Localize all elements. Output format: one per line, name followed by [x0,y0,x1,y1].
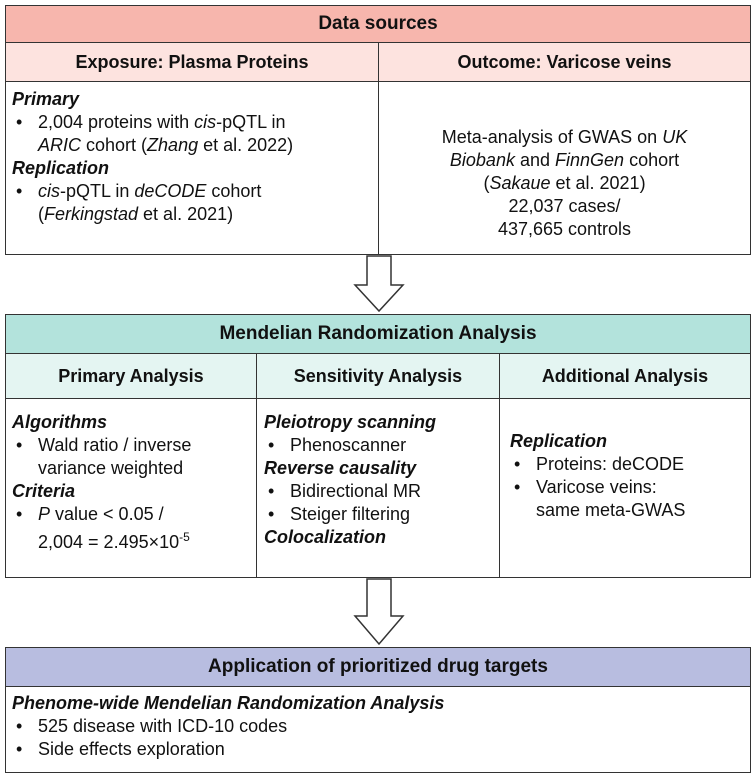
sensitivity-analysis-header: Sensitivity Analysis [256,353,500,399]
additional-analysis-body: Replication Proteins: deCODE Varicose ve… [510,430,746,522]
text-italic: Ferkingstad [44,204,139,224]
replication-proteins-item: Proteins: deCODE [510,453,746,476]
algorithms-title: Algorithms [12,412,108,432]
reverse-causality-title: Reverse causality [264,458,417,478]
outcome-body-frame [378,81,751,255]
criteria-item: P value < 0.05 / 2,004 = 2.495×10-5 [12,503,252,554]
text: variance weighted [38,458,184,478]
exposure-header: Exposure: Plasma Proteins [5,42,379,82]
text-italic: FinnGen [555,150,625,170]
primary-proteins-item: 2,004 proteins with cis-pQTL in ARIC coh… [12,111,374,157]
application-body: Phenome-wide Mendelian Randomization Ana… [12,692,742,761]
text: 2,004 proteins with [38,112,195,132]
colocalization-title: Colocalization [264,527,387,547]
text-italic: Zhang [147,135,199,155]
additional-analysis-header: Additional Analysis [499,353,751,399]
text-italic: P [38,504,51,524]
data-sources-title: Data sources [5,5,751,43]
pleiotropy-title: Pleiotropy scanning [264,412,437,432]
text-italic: Biobank [449,150,515,170]
text: 2,004 = 2.495×10 [38,532,180,552]
text: value < 0.05 / [50,504,164,524]
application-item-2: Side effects exploration [12,738,742,761]
primary-analysis-body: Algorithms Wald ratio / inverse variance… [12,411,252,554]
mr-title: Mendelian Randomization Analysis [5,314,751,354]
outcome-body: Meta-analysis of GWAS on UK Biobank and … [380,126,749,241]
text: et al. 2021) [138,204,234,224]
text: cohort ( [81,135,148,155]
phewas-title: Phenome-wide Mendelian Randomization Ana… [12,693,445,713]
outcome-line-3: (Sakaue et al. 2021) [380,172,749,195]
replication-title: Replication [12,158,110,178]
primary-title: Primary [12,89,80,109]
text: cohort [206,181,262,201]
down-arrow-icon [353,255,405,313]
text: -pQTL in [216,112,286,132]
text-italic: UK [662,127,688,147]
outcome-controls: 437,665 controls [497,219,632,239]
application-item-1: 525 disease with ICD-10 codes [12,715,742,738]
text: -pQTL in [60,181,135,201]
text: et al. 2022) [198,135,294,155]
reverse-causality-item-2: Steiger filtering [264,503,496,526]
criteria-title: Criteria [12,481,76,501]
application-frame [5,686,751,773]
text: ( [483,173,490,193]
replication-varicose-item: Varicose veins: same meta-GWAS [510,476,746,522]
text-italic: cis [194,112,217,132]
text-italic: ARIC [38,135,82,155]
text: Varicose veins: [536,477,657,497]
text: Wald ratio / inverse [38,435,192,455]
outcome-cases: 22,037 cases/ [508,196,621,216]
application-title: Application of prioritized drug targets [5,647,751,687]
replication-item: cis-pQTL in deCODE cohort (Ferkingstad e… [12,180,374,226]
text: cohort [624,150,680,170]
outcome-line-1: Meta-analysis of GWAS on UK [380,126,749,149]
replication-mr-title: Replication [510,431,608,451]
superscript: -5 [179,530,190,544]
text: ( [38,204,44,224]
outcome-header: Outcome: Varicose veins [378,42,751,82]
text: and [514,150,556,170]
primary-analysis-header: Primary Analysis [5,353,257,399]
text-italic: deCODE [134,181,207,201]
text-italic: Sakaue [489,173,551,193]
text: same meta-GWAS [536,500,686,520]
exposure-body: Primary 2,004 proteins with cis-pQTL in … [12,88,374,226]
outcome-line-2: Biobank and FinnGen cohort [380,149,749,172]
down-arrow-icon [353,578,405,646]
reverse-causality-item-1: Bidirectional MR [264,480,496,503]
sensitivity-analysis-body: Pleiotropy scanning Phenoscanner Reverse… [264,411,496,549]
algorithms-item: Wald ratio / inverse variance weighted [12,434,252,480]
text: et al. 2021) [550,173,646,193]
additional-analysis-frame [499,398,751,578]
pleiotropy-item: Phenoscanner [264,434,496,457]
text-italic: cis [38,181,60,201]
text: Meta-analysis of GWAS on [441,127,663,147]
